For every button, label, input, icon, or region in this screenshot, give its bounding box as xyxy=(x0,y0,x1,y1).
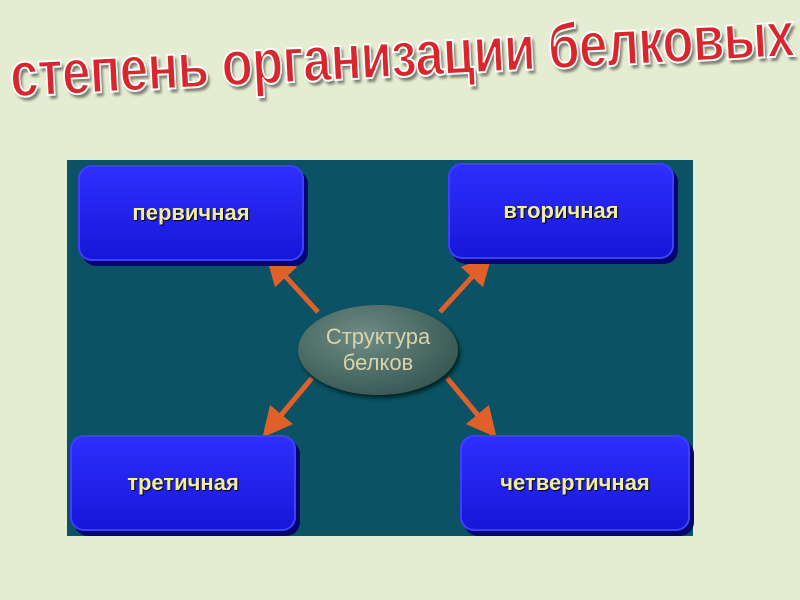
center-line-2: белков xyxy=(342,350,414,375)
node-secondary: вторичная xyxy=(448,163,674,259)
center-line-1: Структура xyxy=(325,324,431,349)
center-node: Структура белков xyxy=(298,305,458,395)
node-primary: первичная xyxy=(78,165,304,261)
arrow-to-primary xyxy=(265,254,320,314)
node-tertiary: третичная xyxy=(70,435,296,531)
arrow-to-secondary xyxy=(438,254,493,314)
arrow-to-tertiary xyxy=(262,376,314,438)
arrow-to-quaternary xyxy=(445,376,497,438)
node-quaternary: четвертичная xyxy=(460,435,690,531)
